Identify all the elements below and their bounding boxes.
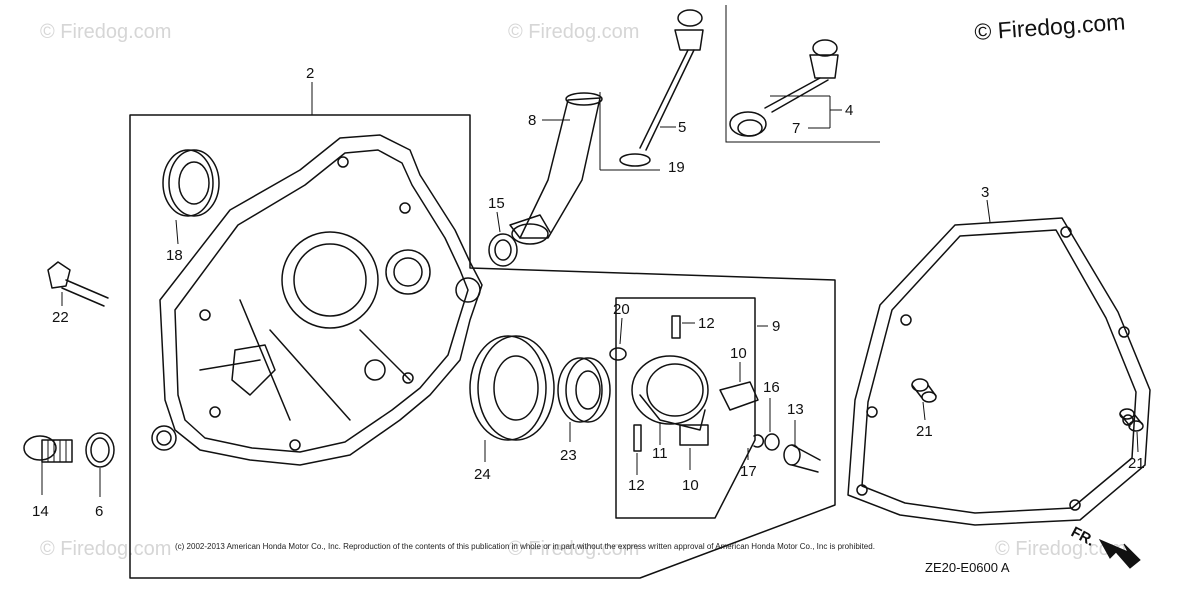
- callout-13: 13: [787, 401, 804, 418]
- governor-slider-10-upper: [719, 381, 759, 411]
- watermark-top-left: © Firedog.com: [40, 21, 171, 43]
- assembly-frame-9: [615, 297, 756, 519]
- callout-10-upper: 10: [730, 345, 747, 362]
- o-ring-19: [619, 153, 651, 167]
- shaft-13: [783, 444, 821, 473]
- drain-plug-14: [23, 435, 73, 463]
- bearing-24: [469, 335, 555, 441]
- bearing-23: [557, 357, 611, 423]
- oil-filler-tube-8: [509, 92, 603, 245]
- leader-lines: [41, 82, 1139, 497]
- callout-10-lower: 10: [682, 477, 699, 494]
- dipstick-assy-4: [764, 39, 839, 113]
- o-ring-15: [488, 233, 518, 267]
- callout-18: 18: [166, 247, 183, 264]
- callout-2: 2: [306, 65, 314, 82]
- callout-8: 8: [528, 112, 536, 129]
- assembly-frame-2: [129, 114, 836, 579]
- callout-12-upper: 12: [698, 315, 715, 332]
- washer-16: [764, 433, 780, 451]
- callout-17: 17: [740, 463, 757, 480]
- callout-7: 7: [792, 120, 800, 137]
- callout-21-left: 21: [916, 423, 933, 440]
- callout-9: 9: [772, 318, 780, 335]
- dowel-pin-21-right: [1119, 408, 1144, 432]
- callout-5: 5: [678, 119, 686, 136]
- dipstick-5: [639, 9, 704, 151]
- callout-24: 24: [474, 466, 491, 483]
- dowel-pin-21-left: [911, 378, 937, 403]
- clip-17: [753, 434, 764, 448]
- callout-16: 16: [763, 379, 780, 396]
- callout-11: 11: [652, 445, 668, 462]
- pin-12-lower: [633, 424, 642, 452]
- watermark-bottom-left: © Firedog.com: [40, 538, 171, 560]
- watermark-bottom-right: © Firedog.com: [995, 538, 1126, 560]
- governor-gear-11: [631, 355, 709, 446]
- washer-20: [609, 347, 627, 361]
- gasket-3: [847, 217, 1151, 526]
- oil-seal-18: [162, 149, 220, 217]
- diagram-code: ZE20-E0600 A: [925, 560, 1010, 575]
- copyright-text: (c) 2002-2013 American Honda Motor Co., …: [175, 542, 875, 551]
- callout-15: 15: [488, 195, 505, 212]
- assembly-frame-4: [725, 5, 880, 143]
- callout-20: 20: [613, 301, 630, 318]
- callout-22: 22: [52, 309, 69, 326]
- callout-19: 19: [668, 159, 685, 176]
- callout-6: 6: [95, 503, 103, 520]
- watermark-top-center: © Firedog.com: [508, 21, 639, 43]
- washer-6: [85, 432, 115, 468]
- crankcase-cover: [151, 134, 483, 466]
- pin-12-upper: [671, 315, 681, 339]
- callout-12-lower: 12: [628, 477, 645, 494]
- watermark-bottom-center: © Firedog.com: [508, 538, 639, 560]
- callout-21-right: 21: [1128, 455, 1145, 472]
- brand-watermark: © Firedog.com: [974, 9, 1127, 45]
- callout-4: 4: [845, 102, 853, 119]
- seal-7: [729, 111, 767, 137]
- callout-3: 3: [981, 184, 989, 201]
- callout-14: 14: [32, 503, 49, 520]
- callout-23: 23: [560, 447, 577, 464]
- flange-bolt-22: [47, 261, 109, 307]
